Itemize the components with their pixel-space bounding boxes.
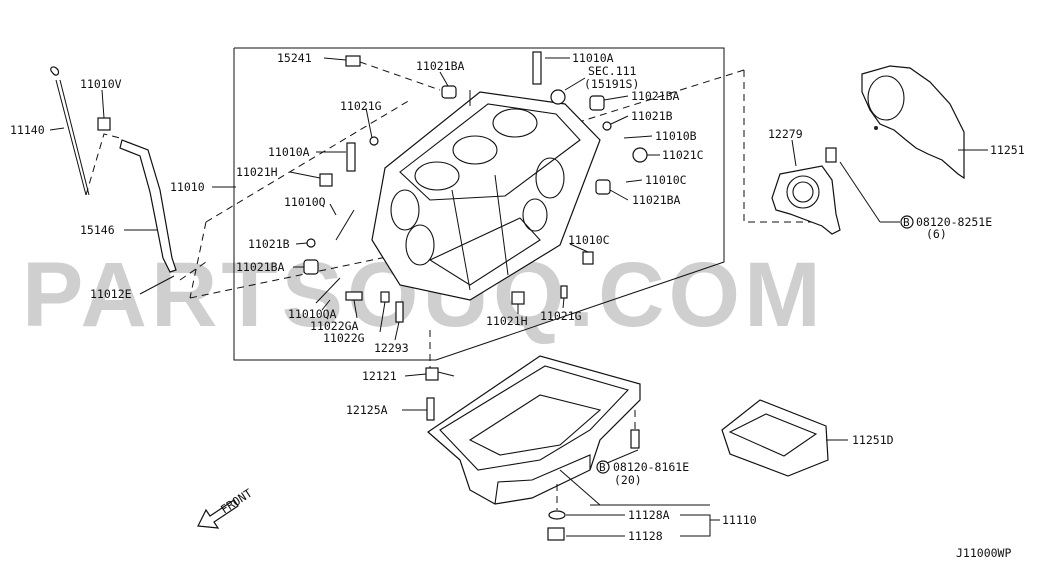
svg-text:B: B	[599, 461, 606, 474]
small-parts	[303, 51, 648, 323]
dowel-11022GA	[345, 291, 363, 301]
bolt-11010V	[97, 117, 111, 131]
label-11021B-l: 11021B	[248, 237, 290, 251]
plug-11021BA-r2	[595, 179, 611, 195]
stud-11010QA	[315, 277, 341, 304]
oil-pan	[427, 355, 641, 506]
label-11010V: 11010V	[80, 77, 122, 91]
part-labels: 15241 11021BA 11010A SEC.111 (15191S) 11…	[10, 51, 1025, 560]
label-11128: 11128	[628, 529, 663, 543]
label-11010A-l: 11010A	[268, 145, 310, 159]
label-12293: 12293	[374, 341, 409, 355]
label-11251: 11251	[990, 143, 1025, 157]
label-11021H-b: 11021H	[486, 314, 528, 328]
label-11010C-b: 11010C	[568, 233, 610, 247]
label-11251D: 11251D	[852, 433, 894, 447]
label-sec111-sub: (15191S)	[584, 77, 639, 91]
label-11021BA-r2: 11021BA	[632, 193, 681, 207]
plug-11021BA-l	[303, 259, 319, 275]
label-12121: 12121	[362, 369, 397, 383]
label-sec111: SEC.111	[588, 64, 637, 78]
label-11010A-top: 11010A	[572, 51, 614, 65]
plug-11021G-b	[560, 285, 568, 299]
bolt-08120-8161E	[630, 429, 640, 449]
bracket-12121	[425, 367, 439, 381]
plug-11021BA-r1	[589, 95, 605, 111]
label-11022G: 11022G	[323, 331, 365, 345]
label-15146: 15146	[80, 223, 115, 237]
plug-11021H-b	[511, 291, 525, 305]
leader-lines	[49, 57, 988, 537]
label-11021BA-l: 11021BA	[236, 260, 285, 274]
oil-pan-baffle	[721, 399, 829, 477]
bolt-11010A-top	[532, 51, 542, 85]
svg-text:B: B	[903, 216, 910, 229]
label-bolt-8251E-qty: (6)	[926, 227, 947, 241]
plug-sec111	[550, 89, 566, 105]
label-11010C-r: 11010C	[645, 173, 687, 187]
rear-seal-dash-box	[743, 70, 827, 223]
bolt-15241	[345, 55, 361, 67]
drain-plug-11128	[547, 527, 565, 541]
label-11110: 11110	[722, 513, 757, 527]
bolt-12293	[395, 301, 404, 323]
label-11012E: 11012E	[90, 287, 132, 301]
label-15241: 15241	[277, 51, 312, 65]
label-11128A: 11128A	[628, 508, 670, 522]
label-11010B: 11010B	[655, 129, 697, 143]
label-11010QA: 11010QA	[288, 307, 337, 321]
stud-11010Q	[335, 209, 355, 241]
block-frame	[233, 47, 725, 361]
b-marks: B B	[596, 215, 914, 474]
label-11021C: 11021C	[662, 148, 704, 162]
cylinder-block	[371, 90, 601, 301]
label-11022GA: 11022GA	[310, 319, 359, 333]
label-11021B-r: 11021B	[631, 109, 673, 123]
rear-plate	[861, 65, 965, 180]
plug-11021B-l	[306, 238, 316, 248]
washer-11128A	[548, 510, 566, 520]
label-12279: 12279	[768, 127, 803, 141]
label-12125A: 12125A	[346, 403, 388, 417]
label-11021BA-top: 11021BA	[416, 59, 465, 73]
front-arrow	[197, 499, 239, 529]
bolt-08120-8251E	[825, 147, 837, 163]
label-11010Q: 11010Q	[284, 195, 326, 209]
plug-11021C	[632, 147, 648, 163]
bolt-11010C-b	[582, 251, 594, 265]
label-11021H-l: 11021H	[236, 165, 278, 179]
label-bolt-8161E-qty: (20)	[614, 473, 642, 487]
plug-11021BA-top	[441, 85, 457, 99]
label-bolt-08120-8251E: 08120-8251E	[916, 215, 992, 229]
oil-level-gauge	[50, 66, 207, 281]
dowel-11022G	[380, 291, 390, 303]
bolt-12125A	[426, 397, 435, 421]
label-11010: 11010	[170, 180, 205, 194]
rear-oil-seal-retainer	[771, 147, 881, 235]
label-11021G-l: 11021G	[340, 99, 382, 113]
bolt-11010A-l	[346, 142, 356, 172]
plug-11021B-r	[602, 121, 612, 131]
gauge-guide-15146	[119, 139, 177, 273]
label-11021G-b: 11021G	[540, 309, 582, 323]
front-label: FRONT	[218, 486, 255, 517]
plug-11021G-l	[369, 136, 379, 146]
label-11140: 11140	[10, 123, 45, 137]
plug-11021H-l	[319, 173, 333, 187]
label-11021BA-r1: 11021BA	[631, 89, 680, 103]
label-bolt-08120-8161E: 08120-8161E	[613, 460, 689, 474]
diagram-code: J11000WP	[956, 546, 1011, 560]
